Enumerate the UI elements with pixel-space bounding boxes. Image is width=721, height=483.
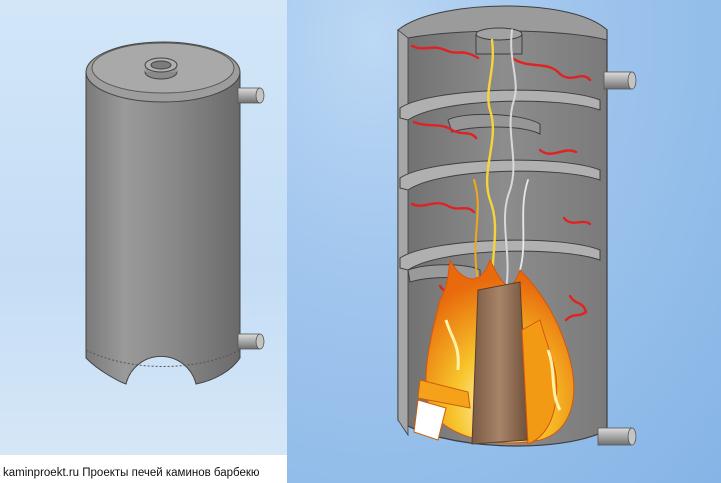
caption-strip <box>0 455 287 483</box>
cutaway-heater-tank-icon <box>397 5 637 447</box>
firewood-and-fire <box>413 258 575 445</box>
closed-heater-tank-icon <box>85 41 265 385</box>
fire-flames-icon <box>473 29 529 302</box>
lower-pipe <box>597 427 633 446</box>
caption-description: Проекты печей каминов барбекю <box>82 467 260 479</box>
tank-body <box>85 71 241 385</box>
caption-text: kaminproekt.ru Проекты печей каминов бар… <box>3 467 260 479</box>
caption-site: kaminproekt.ru <box>3 467 80 479</box>
